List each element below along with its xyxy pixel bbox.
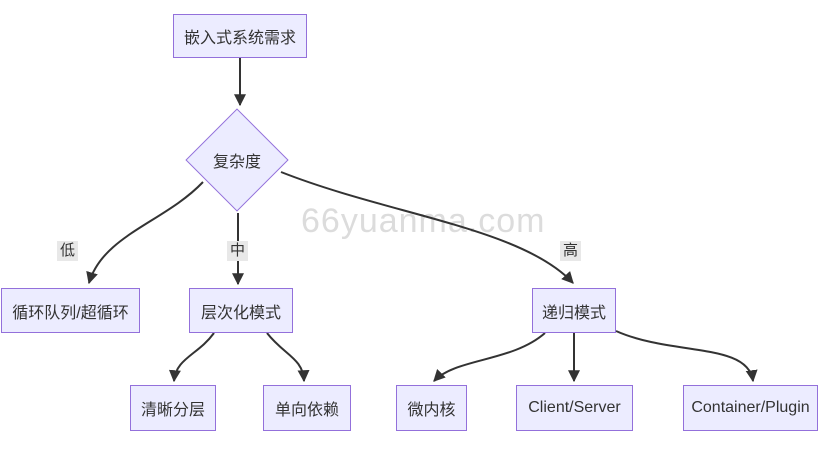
node-microkernel: 微内核 — [396, 385, 467, 431]
edge-decision-to-high — [280, 171, 574, 284]
edge-label-low: 低 — [57, 241, 79, 261]
node-container-plugin: Container/Plugin — [683, 385, 818, 431]
edge-label-high: 高 — [560, 241, 582, 261]
node-client-server: Client/Server — [516, 385, 633, 431]
node-hierarchical-pattern: 层次化模式 — [189, 288, 293, 333]
node-one-way-dependency: 单向依赖 — [263, 385, 351, 431]
edge-mid-to-one-way — [266, 332, 310, 383]
edge-label-mid: 中 — [227, 241, 249, 261]
edge-high-to-container-plugin — [615, 330, 758, 383]
node-recursive-pattern: 递归模式 — [532, 288, 616, 333]
node-clear-layering: 清晰分层 — [130, 385, 216, 431]
edge-mid-to-clear-layering — [168, 332, 215, 383]
decision-label: 复杂度 — [212, 154, 261, 171]
watermark: 66yuanma.com — [301, 202, 546, 240]
edge-high-to-microkernel — [433, 332, 546, 382]
node-complexity-decision: 复杂度 — [185, 108, 289, 212]
node-embedded-system-requirements: 嵌入式系统需求 — [173, 14, 307, 58]
node-circular-queue-super-loop: 循环队列/超循环 — [1, 288, 140, 333]
edge-decision-to-low — [86, 181, 204, 285]
